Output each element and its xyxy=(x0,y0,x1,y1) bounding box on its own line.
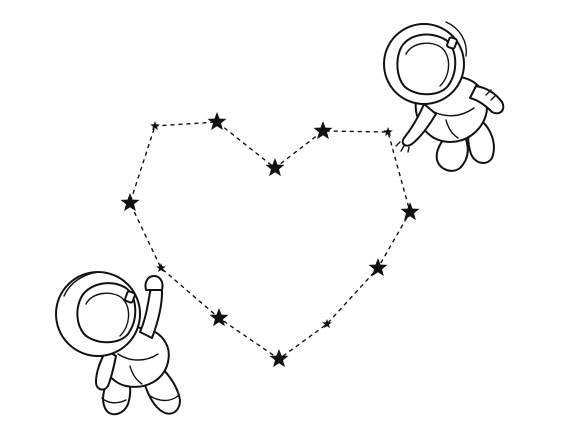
star-icon xyxy=(368,258,388,277)
astronaut-top-right xyxy=(383,21,505,172)
star-icon xyxy=(400,202,420,221)
star-icon xyxy=(156,263,166,272)
star-icon xyxy=(313,121,333,140)
star-icon xyxy=(383,127,393,136)
astronaut-bottom-left xyxy=(55,271,181,416)
star-icon xyxy=(120,193,140,212)
star-icon xyxy=(265,158,285,177)
constellation-stars xyxy=(120,112,420,368)
constellation-lines xyxy=(129,121,411,360)
star-icon xyxy=(150,121,160,130)
star-icon xyxy=(269,349,289,368)
star-icon xyxy=(207,112,227,131)
star-icon xyxy=(322,319,332,328)
star-icon xyxy=(209,308,229,327)
